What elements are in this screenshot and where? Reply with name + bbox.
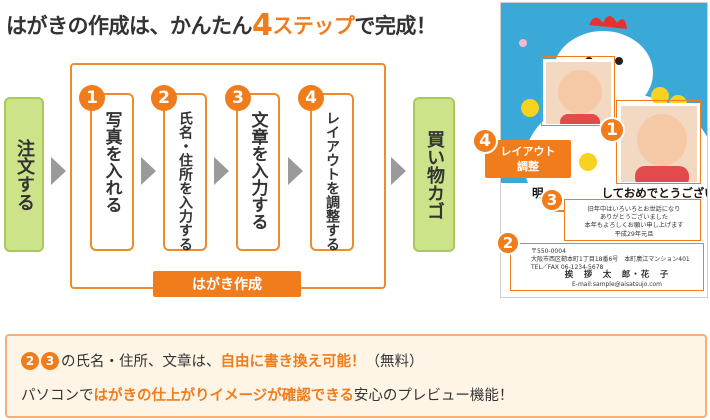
step-label: 写真を入れる bbox=[101, 111, 122, 213]
photo-highlight-frame bbox=[616, 100, 701, 184]
message-badge: 3 bbox=[540, 188, 564, 212]
step-label: 氏名・住所を入力する bbox=[177, 111, 193, 251]
note-badge: 3 bbox=[41, 351, 59, 370]
headline-suffix: で完成！ bbox=[354, 14, 437, 38]
step-layout-box: レイアウトを調整する bbox=[310, 93, 354, 251]
headline-number: 4 bbox=[252, 8, 273, 43]
baby-photo-small bbox=[543, 59, 614, 127]
address-badge: 2 bbox=[496, 231, 520, 255]
step-number-badge: 2 bbox=[151, 85, 177, 111]
step-number-badge: 3 bbox=[225, 85, 251, 111]
arrow-right-icon bbox=[51, 157, 66, 185]
photo-badge: 1 bbox=[599, 117, 625, 143]
step-message-box: 文章を入力する bbox=[236, 93, 280, 251]
layout-badge: 4 bbox=[472, 128, 498, 154]
step-name-address-box: 氏名・住所を入力する bbox=[163, 93, 207, 251]
baby-photo-large bbox=[618, 103, 700, 185]
connector-line bbox=[552, 210, 564, 212]
headline-prefix: はがきの作成は、かんたん bbox=[6, 14, 253, 38]
note-line-1: 2 3 の氏名・住所、文章は、 自由に書き換え可能！ （無料） bbox=[21, 350, 424, 371]
arrow-right-icon bbox=[288, 157, 303, 185]
greeting-text: 明しておめでとうございます bbox=[532, 186, 707, 200]
sender-email: E-mail:sample@aisatsujo.com bbox=[571, 281, 663, 289]
message-highlight-frame bbox=[564, 199, 701, 241]
chick-icon bbox=[579, 153, 597, 171]
arrow-right-icon bbox=[141, 157, 156, 185]
step-number-badge: 1 bbox=[79, 85, 105, 111]
step-number-badge: 4 bbox=[298, 85, 324, 111]
step-photo-box: 写真を入れる bbox=[90, 93, 134, 251]
note-line-2: パソコンではがきの仕上がりイメージが確認できる安心のプレビュー機能！ bbox=[21, 388, 514, 404]
photo-highlight-frame bbox=[541, 56, 615, 126]
arrow-right-icon bbox=[214, 157, 229, 185]
feature-note-box: 2 3 の氏名・住所、文章は、 自由に書き換え可能！ （無料） パソコンではがき… bbox=[5, 334, 707, 418]
chick-icon bbox=[521, 99, 539, 117]
message-lines: 旧年中はいろいろとお世話になり ありがとうございました 本年もよろしくお願い申し… bbox=[584, 206, 684, 238]
layout-adjust-tag: レイアウト 調整 bbox=[485, 140, 571, 178]
postcard-preview: 明しておめでとうございます 旧年中はいろいろとお世話になり ありがとうございまし… bbox=[500, 2, 708, 298]
order-step-box: 注文する bbox=[4, 97, 44, 252]
step-label: 文章を入力する bbox=[247, 111, 268, 230]
address-highlight-frame bbox=[510, 243, 704, 291]
page-headline: はがきの作成は、かんたん4ステップで完成！ bbox=[6, 8, 437, 43]
cart-step-box: 買い物カゴ bbox=[413, 97, 455, 252]
hagaki-creation-label: はがき作成 bbox=[153, 271, 301, 297]
cart-label: 買い物カゴ bbox=[424, 129, 445, 220]
note-badge: 2 bbox=[21, 351, 39, 370]
sender-name: 挨 拶 太 郎・花 子 bbox=[564, 270, 670, 281]
arrow-right-icon bbox=[391, 157, 406, 185]
order-label: 注文する bbox=[14, 138, 35, 211]
address-lines: 〒550-0004 大阪市西区靭本町1丁目18番6号 本町廣江マンション401 … bbox=[531, 248, 703, 289]
headline-steps-word: ステップ bbox=[272, 14, 355, 38]
step-label: レイアウトを調整する bbox=[324, 111, 340, 251]
